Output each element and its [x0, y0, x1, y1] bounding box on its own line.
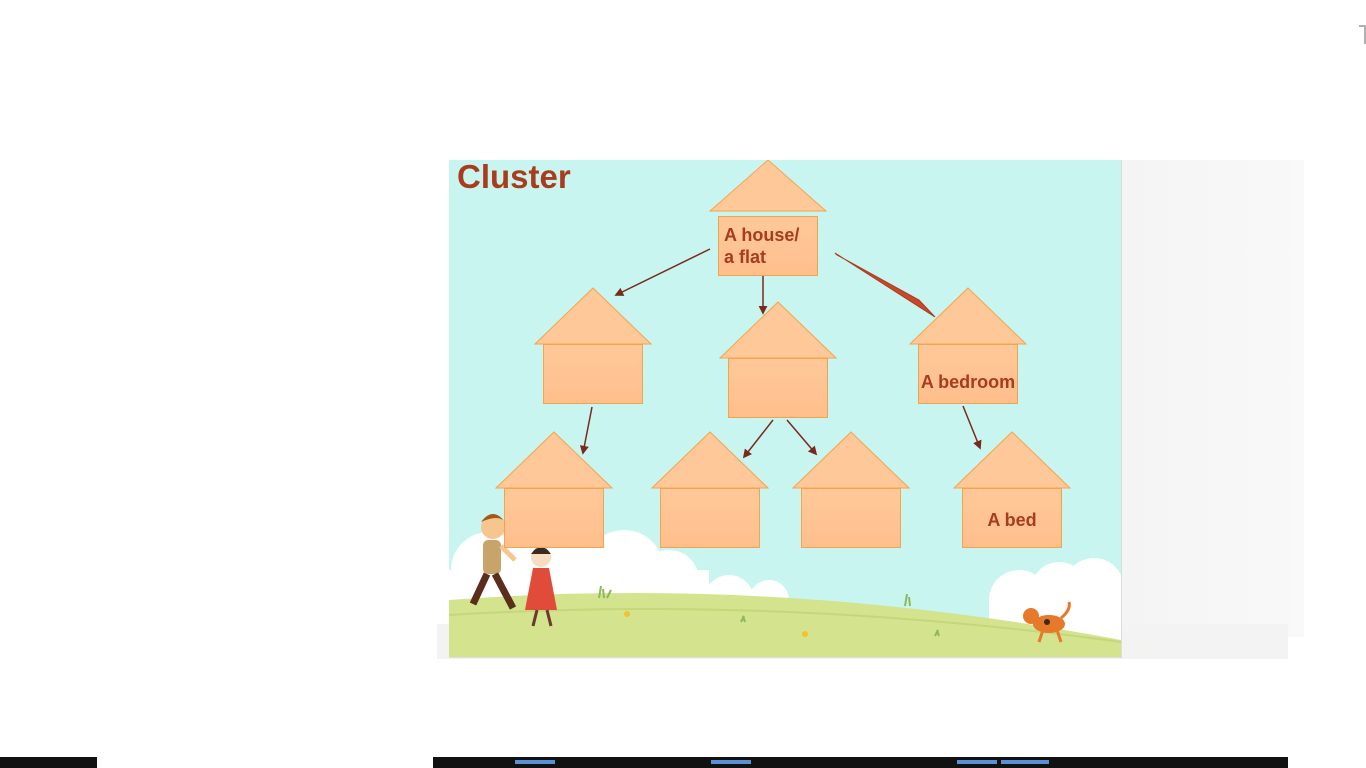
house-roof [792, 431, 910, 489]
arrow-middle-bottom3 [786, 419, 818, 456]
house-roof [534, 287, 652, 345]
house-roof [719, 301, 837, 359]
arrow-middle-bottom2 [742, 419, 774, 459]
arrow-bedroom-bed [962, 405, 982, 450]
flower [802, 631, 808, 637]
bottom-bar-main [433, 757, 1288, 768]
thumb-marker[interactable] [957, 760, 997, 764]
house-bottom-3 [792, 431, 910, 549]
bottom-bar-left [0, 757, 97, 768]
slide-canvas: Cluster A house/ a flat A bedroom [449, 160, 1122, 658]
house-body [728, 358, 828, 418]
flower [624, 611, 630, 617]
thumb-marker[interactable] [1001, 760, 1049, 764]
house-body [543, 344, 643, 404]
house-body: A bedroom [918, 344, 1018, 404]
thumb-marker[interactable] [711, 760, 751, 764]
house-label-line1: A house/ [724, 225, 800, 245]
thumb-marker[interactable] [515, 760, 555, 764]
house-label-line2: a flat [724, 247, 767, 267]
house-roof [909, 287, 1027, 345]
slide-shadow-right [1120, 160, 1304, 637]
house-bottom-1 [495, 431, 613, 549]
slide-title: Cluster [457, 160, 571, 195]
grass-tufts [598, 585, 940, 637]
house-body [801, 488, 901, 548]
house-middle [719, 301, 837, 419]
house-body [660, 488, 760, 548]
house-roof [651, 431, 769, 489]
arrow-root-bedroom [834, 252, 936, 318]
arrow-root-left [614, 248, 711, 296]
arrows-layer [579, 248, 982, 459]
house-roof [495, 431, 613, 489]
house-body: A bed [962, 488, 1062, 548]
house-body [504, 488, 604, 548]
house-body: A house/ a flat [718, 216, 818, 276]
dog-figure [1023, 601, 1071, 643]
arrow-left-bottom1 [579, 406, 593, 455]
girl-figure [525, 547, 557, 627]
house-bottom-2 [651, 431, 769, 549]
scroll-hint-icon [1359, 25, 1366, 44]
house-left [534, 287, 652, 405]
boy-figure [469, 514, 517, 610]
house-roof [953, 431, 1071, 489]
house-label-bed: A bed [987, 510, 1037, 530]
house-bed: A bed [953, 431, 1071, 549]
house-root: A house/ a flat [709, 160, 827, 277]
house-roof [709, 160, 827, 212]
house-label-bedroom: A bedroom [920, 372, 1016, 392]
house-bedroom: A bedroom [909, 287, 1027, 405]
